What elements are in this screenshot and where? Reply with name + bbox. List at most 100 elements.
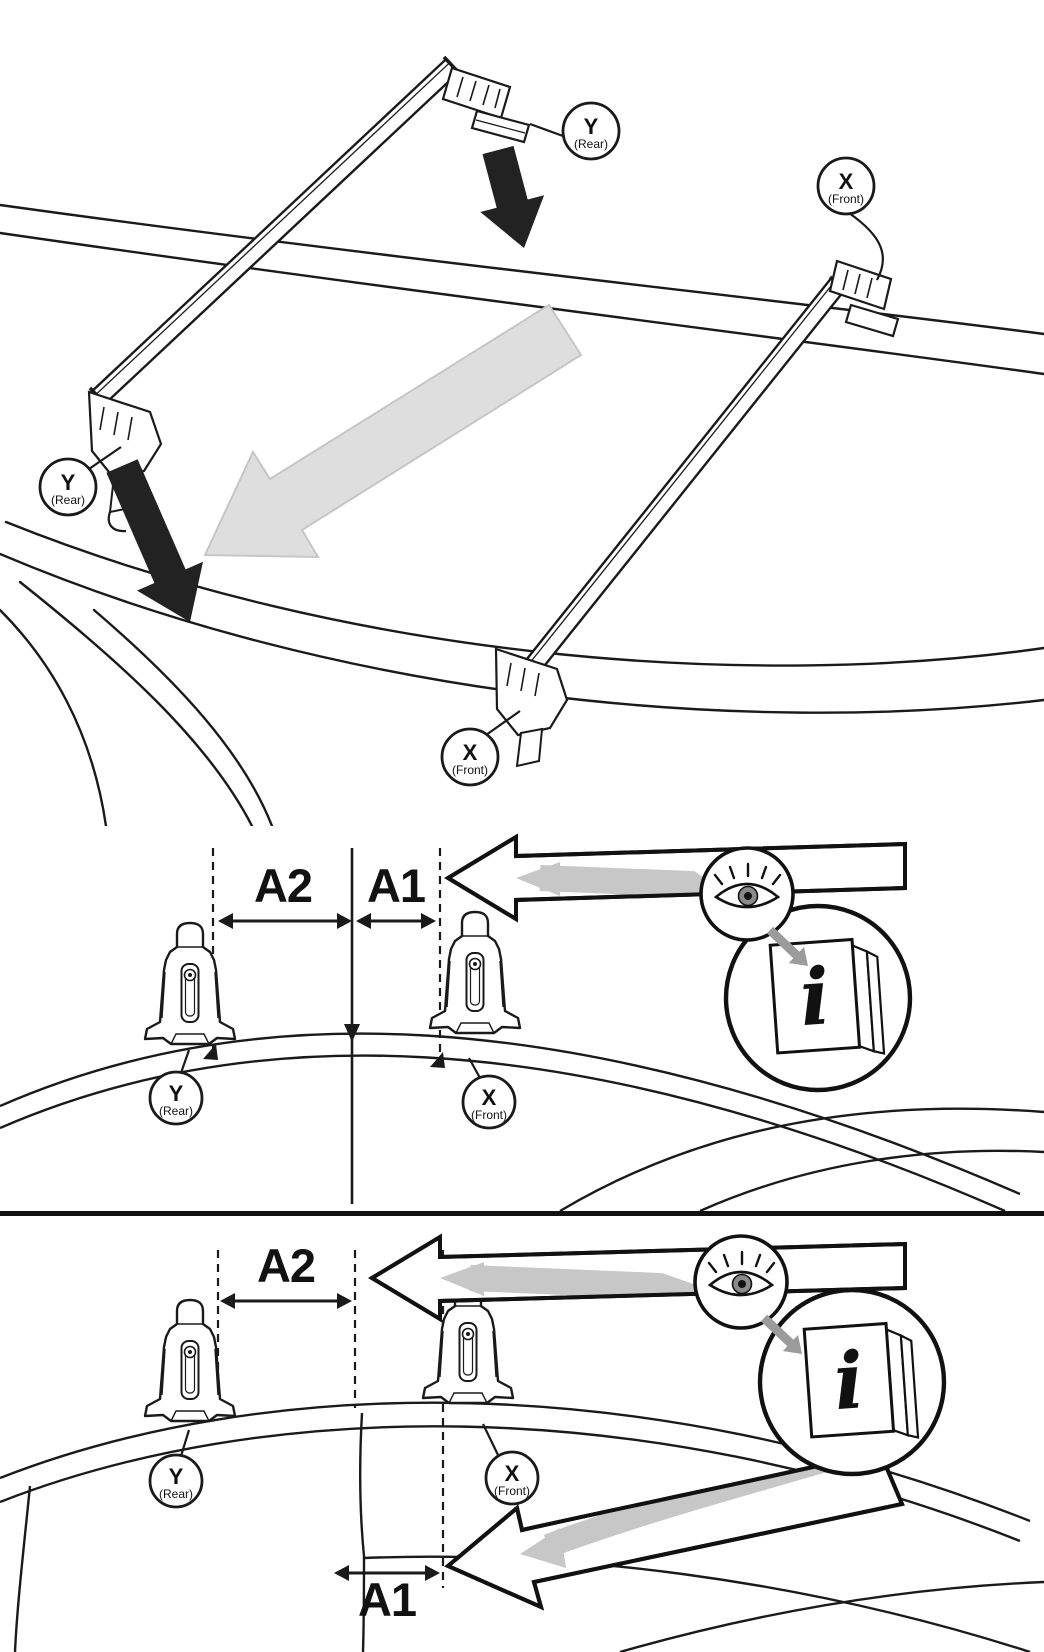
center-arrowhead	[344, 1024, 360, 1042]
gray-pointer-band-top	[440, 1262, 835, 1319]
badge-leader	[468, 1057, 481, 1079]
badge-letter: X	[463, 740, 478, 765]
badge-y-rear: Y (Rear)	[148, 1049, 204, 1126]
placement-arrow-rear-right	[480, 145, 545, 248]
gray-pointer-band	[516, 862, 818, 919]
dimension-a2: A2	[220, 1239, 352, 1309]
front-crossbar	[494, 259, 900, 768]
foot-hook	[107, 511, 127, 533]
foot-clamp-hatch	[506, 662, 540, 697]
badge-sublabel: (Front)	[494, 1484, 530, 1498]
beltline	[559, 1107, 1044, 1211]
badge-sublabel: (Rear)	[159, 1487, 193, 1501]
badge-circle	[461, 1074, 517, 1130]
roof-rear-edge-inner	[0, 231, 1044, 376]
badge-circle	[484, 1450, 540, 1506]
foot-strap	[515, 727, 544, 768]
badge-leader	[848, 212, 885, 281]
measurement-view-a2-a1: A2 A1 Y (Rear) X (Front)	[0, 833, 1044, 1211]
badge-sublabel: (Rear)	[159, 1104, 193, 1118]
badge-circle	[38, 457, 98, 517]
badge-letter: X	[482, 1085, 497, 1110]
dimension-a2-label: A2	[254, 859, 312, 912]
badge-y-rear: Y (Rear)	[148, 1429, 204, 1509]
badge-letter: Y	[169, 1081, 184, 1106]
dimension-a2: A2	[218, 859, 352, 929]
mount-foot-front	[428, 910, 522, 1035]
badge-sublabel: (Rear)	[51, 493, 85, 507]
badge-letter: X	[505, 1461, 520, 1486]
dimension-a1: A1	[356, 859, 436, 929]
badge-leader	[482, 1423, 500, 1458]
badge-leader	[529, 122, 564, 138]
body-side-left	[0, 608, 108, 826]
badge-x-front: X (Front)	[482, 1423, 540, 1506]
badge-letter: Y	[584, 114, 599, 139]
badge-sublabel: (Front)	[452, 763, 488, 777]
placement-arrow-rear-left	[106, 459, 203, 622]
attention-arrow-bottom-outline	[444, 1449, 905, 1611]
foot-clamp-hatch	[842, 269, 873, 299]
front-crossbar-foot-top	[828, 259, 900, 338]
badge-x-front-right: X (Front)	[816, 156, 885, 281]
beltline-2	[699, 1149, 1044, 1211]
mount-foot-rear	[143, 921, 237, 1046]
badge-circle	[148, 1453, 204, 1509]
a-pillar-left	[18, 580, 254, 826]
guide-tick-rear	[203, 1044, 218, 1060]
foot-clamp	[87, 390, 163, 479]
badge-sublabel: (Front)	[828, 192, 864, 206]
beltline-2	[619, 1580, 1044, 1652]
badge-circle	[440, 727, 500, 787]
dimension-a1-label: A1	[367, 859, 425, 912]
beltline	[363, 1555, 1031, 1652]
foot-pad	[844, 303, 900, 338]
measurement-view-a2-a1-doorline: A2 A1 Y (Rear)	[0, 1233, 1044, 1652]
badge-x-front-bottom: X (Front)	[440, 710, 521, 787]
panel-divider	[0, 1211, 1044, 1216]
badge-leader	[485, 710, 521, 736]
dimension-a2-label: A2	[257, 1239, 315, 1292]
roof-rear-edge	[0, 203, 1044, 336]
a-pillar	[13, 1485, 32, 1652]
crossbar-groove	[95, 62, 451, 396]
badge-sublabel: (Rear)	[574, 137, 608, 151]
attention-arrow-outline	[444, 833, 907, 923]
dashed-guides	[216, 1250, 445, 1588]
badge-y-rear-lifted: Y (Rear)	[529, 101, 621, 161]
badge-letter: Y	[169, 1464, 184, 1489]
rear-crossbar-foot-right	[441, 55, 531, 144]
center-reference-line	[344, 848, 360, 1204]
foot-clamp-hatch	[456, 76, 501, 109]
eye-icon	[699, 846, 795, 942]
guide-tick-front	[430, 1052, 445, 1068]
badge-circle	[148, 1070, 204, 1126]
car-body-front-view	[0, 1032, 1044, 1211]
roof-line-inner	[0, 1054, 1006, 1211]
front-crossbar-foot-bottom	[494, 647, 569, 768]
badge-circle	[561, 101, 621, 161]
dimension-a1: A1	[334, 1565, 440, 1626]
foot-clamp	[828, 259, 893, 311]
badge-letter: Y	[61, 470, 76, 495]
badge-sublabel: (Front)	[471, 1108, 507, 1122]
eye-icon	[693, 1234, 789, 1330]
badge-circle	[816, 156, 876, 216]
badge-y-rear-left: Y (Rear)	[38, 446, 122, 517]
ghost-placement-arrow	[203, 303, 583, 559]
crossbar-body	[90, 57, 460, 407]
badge-x-front: X (Front)	[461, 1057, 517, 1130]
badge-leader	[179, 1049, 191, 1074]
door-seam	[359, 1412, 366, 1652]
badge-leader	[88, 446, 122, 470]
badge-leader	[179, 1429, 191, 1457]
info-booklet-icon	[760, 1290, 944, 1474]
foot-clamp-hatch	[99, 406, 133, 441]
crossbar-groove	[508, 280, 836, 690]
dimension-a1-label: A1	[358, 1573, 416, 1626]
mount-foot-rear	[143, 1298, 237, 1423]
badge-letter: X	[839, 169, 854, 194]
attention-arrow-top-outline	[368, 1233, 907, 1323]
isometric-installation-view: Y (Rear) X (Front) Y (Rear) X (Front)	[0, 55, 1044, 826]
